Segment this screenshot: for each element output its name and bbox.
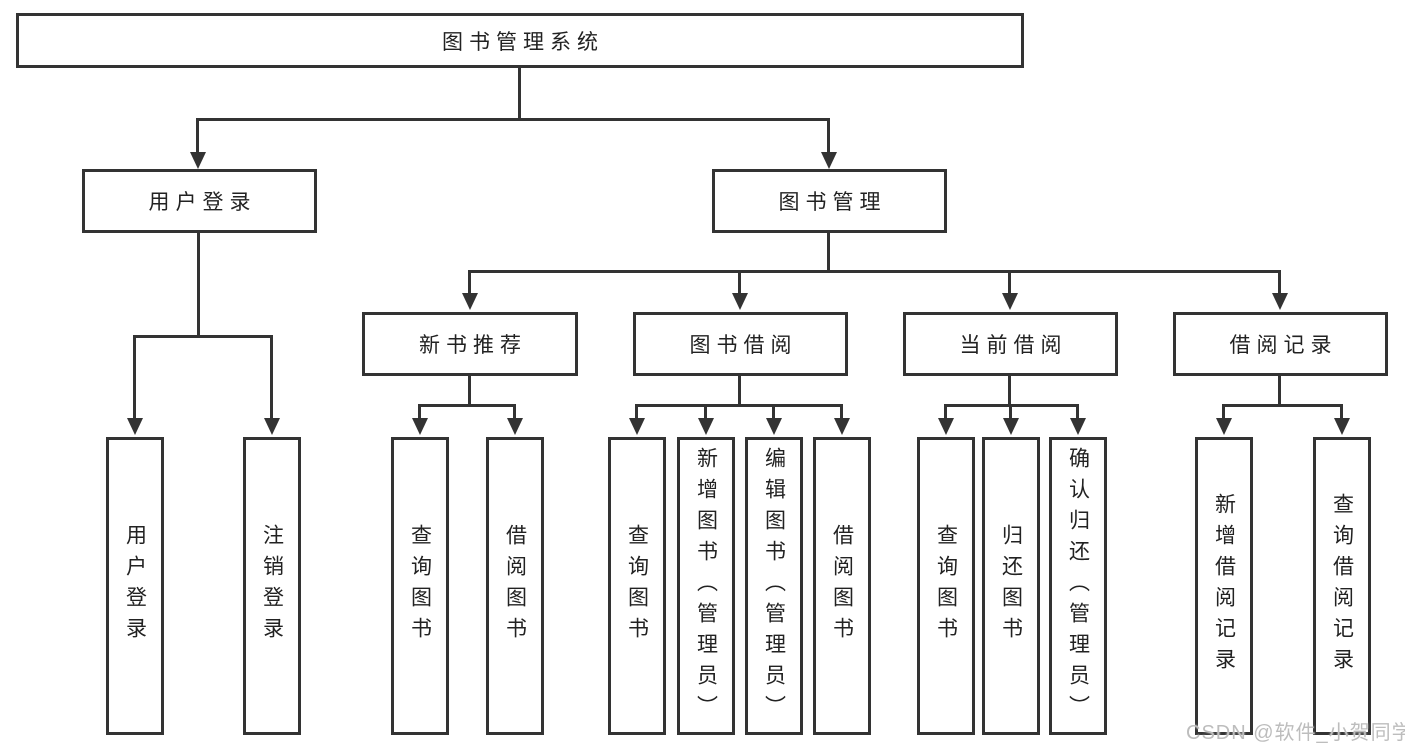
arrow-down-icon (264, 418, 280, 435)
node-leaf-confirm-return-admin-label: 确认归还（管理员） (1066, 446, 1090, 726)
connector-current-borrow-feed (1008, 376, 1011, 407)
connector-stub (1340, 404, 1343, 420)
node-new-book-recommendation-label: 新书推荐 (419, 334, 527, 357)
arrow-down-icon (462, 293, 478, 310)
node-leaf-query-books-borrow: 查询图书 (608, 437, 666, 735)
node-leaf-logout: 注销登录 (243, 437, 301, 735)
connector-book-borrow-feed (738, 376, 741, 407)
arrow-down-icon (834, 418, 850, 435)
arrow-down-icon (1070, 418, 1086, 435)
connector-drop-current-borrow (1008, 270, 1011, 296)
node-leaf-borrow-books-recommend: 借阅图书 (486, 437, 544, 735)
arrow-down-icon (821, 152, 837, 169)
connector-stub (704, 404, 707, 420)
node-current-borrowing: 当前借阅 (903, 312, 1118, 376)
node-leaf-add-book-admin-label: 新增图书（管理员） (694, 446, 718, 726)
node-current-borrowing-label: 当前借阅 (959, 334, 1068, 357)
connector-root-trunk (518, 68, 521, 121)
node-new-book-recommendation: 新书推荐 (362, 312, 578, 376)
connector-drop-book-management (827, 118, 830, 154)
node-leaf-logout-label: 注销登录 (260, 524, 284, 648)
connector-new-book-feed (468, 376, 471, 407)
connector-user-login-feed (197, 233, 200, 337)
node-borrowing-records: 借阅记录 (1173, 312, 1388, 376)
node-leaf-query-borrow-record-label: 查询借阅记录 (1330, 493, 1354, 679)
node-leaf-query-books-recommend-label: 查询图书 (408, 524, 432, 648)
node-leaf-query-books-borrow-label: 查询图书 (625, 524, 649, 648)
node-leaf-return-books: 归还图书 (982, 437, 1040, 735)
arrow-down-icon (190, 152, 206, 169)
node-leaf-query-books-current-label: 查询图书 (934, 524, 958, 648)
connector-stub (772, 404, 775, 420)
connector-user-login-span (133, 335, 273, 338)
node-book-borrowing: 图书借阅 (633, 312, 848, 376)
node-leaf-query-borrow-record: 查询借阅记录 (1313, 437, 1371, 735)
connector-drop-borrow-records (1278, 270, 1281, 296)
node-leaf-add-borrow-record: 新增借阅记录 (1195, 437, 1253, 735)
arrow-down-icon (732, 293, 748, 310)
node-leaf-user-login-label: 用户登录 (123, 524, 147, 648)
node-user-login: 用户登录 (82, 169, 317, 233)
arrow-down-icon (412, 418, 428, 435)
node-leaf-add-borrow-record-label: 新增借阅记录 (1212, 493, 1236, 679)
connector-borrow-records-span (1222, 404, 1343, 407)
node-leaf-return-books-label: 归还图书 (999, 524, 1023, 648)
arrow-down-icon (938, 418, 954, 435)
arrow-down-icon (1334, 418, 1350, 435)
connector-drop-new-book (468, 270, 471, 296)
connector-drop-logout-leaf (270, 335, 273, 420)
node-root-label: 图书管理系统 (442, 30, 604, 54)
node-leaf-confirm-return-admin: 确认归还（管理员） (1049, 437, 1107, 735)
connector-stub (418, 404, 421, 420)
node-leaf-add-book-admin: 新增图书（管理员） (677, 437, 735, 735)
node-leaf-query-books-recommend: 查询图书 (391, 437, 449, 735)
node-leaf-borrow-books-recommend-label: 借阅图书 (503, 524, 527, 648)
connector-borrow-records-feed (1278, 376, 1281, 407)
connector-new-book-span (418, 404, 516, 407)
node-book-borrowing-label: 图书借阅 (689, 334, 798, 357)
connector-book-borrow-span (635, 404, 843, 407)
node-leaf-user-login: 用户登录 (106, 437, 164, 735)
node-leaf-edit-book-admin-label: 编辑图书（管理员） (762, 446, 786, 726)
arrow-down-icon (1216, 418, 1232, 435)
connector-book-management-feed (827, 233, 830, 272)
connector-level2-span (468, 270, 1281, 273)
arrow-down-icon (1002, 293, 1018, 310)
node-user-login-label: 用户登录 (148, 191, 257, 214)
arrow-down-icon (1272, 293, 1288, 310)
node-leaf-query-books-current: 查询图书 (917, 437, 975, 735)
node-root: 图书管理系统 (16, 13, 1024, 68)
node-leaf-edit-book-admin: 编辑图书（管理员） (745, 437, 803, 735)
connector-stub (513, 404, 516, 420)
connector-stub (944, 404, 947, 420)
node-book-management: 图书管理 (712, 169, 947, 233)
watermark: CSDN @软件_小贺同学 (1186, 722, 1405, 744)
connector-stub (1009, 404, 1012, 420)
arrow-down-icon (1003, 418, 1019, 435)
connector-level1-span (196, 118, 830, 121)
connector-drop-login-leaf (133, 335, 136, 420)
arrow-down-icon (766, 418, 782, 435)
node-leaf-borrow-books: 借阅图书 (813, 437, 871, 735)
arrow-down-icon (698, 418, 714, 435)
arrow-down-icon (507, 418, 523, 435)
node-leaf-borrow-books-label: 借阅图书 (830, 524, 854, 648)
connector-stub (840, 404, 843, 420)
connector-stub (1076, 404, 1079, 420)
node-book-management-label: 图书管理 (778, 191, 887, 214)
arrow-down-icon (629, 418, 645, 435)
node-borrowing-records-label: 借阅记录 (1229, 334, 1338, 357)
connector-drop-user-login (196, 118, 199, 154)
connector-stub (635, 404, 638, 420)
connector-stub (1222, 404, 1225, 420)
connector-drop-book-borrow (738, 270, 741, 296)
arrow-down-icon (127, 418, 143, 435)
